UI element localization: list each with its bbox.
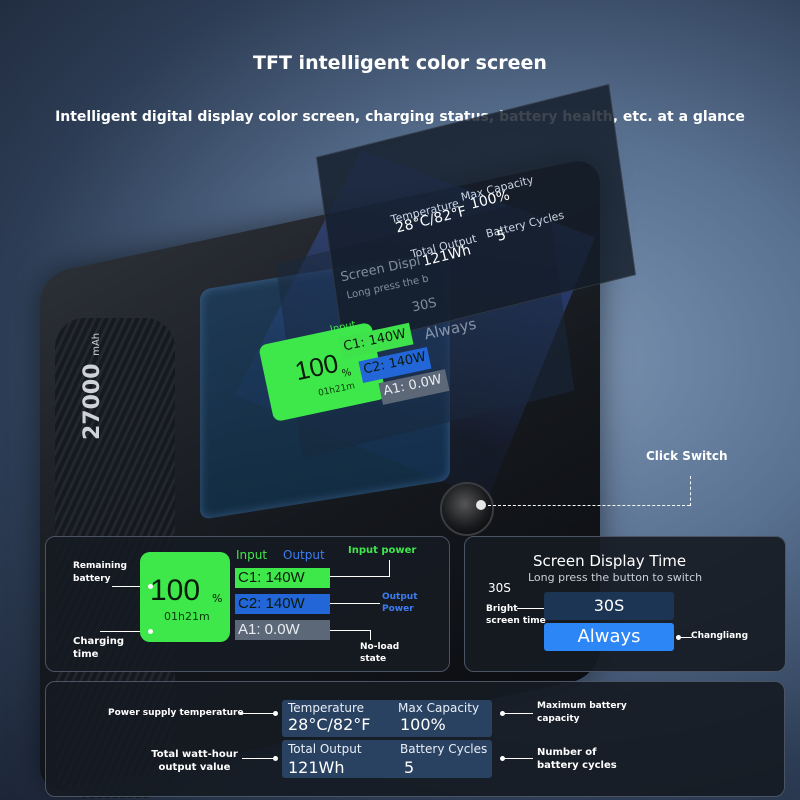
capacity-label: 27000 mAh xyxy=(80,333,105,440)
temperature-value: 28°C/82°F xyxy=(288,715,371,734)
screen-time-30s-label: 30S xyxy=(488,581,511,595)
callout-noload xyxy=(330,630,370,631)
option-always-button[interactable]: Always xyxy=(544,623,674,651)
option-30s-button[interactable]: 30S xyxy=(544,592,674,620)
output-power-label: Output Power xyxy=(382,591,432,615)
callout-input-power xyxy=(330,576,390,577)
callout-noload-v xyxy=(370,630,371,640)
stat-row-output-cycles xyxy=(282,740,492,778)
battery-percent: 100 xyxy=(150,574,201,607)
port-c1-reading: C1: 140W xyxy=(235,568,330,588)
max-capacity-label: Max Capacity xyxy=(398,701,480,715)
callout-total xyxy=(242,758,275,759)
capacity-value: 27000 xyxy=(80,363,105,440)
switch-indicator-dot xyxy=(476,500,486,510)
max-battery-capacity-label: Maximum battery capacity xyxy=(537,701,627,724)
callout-remaining xyxy=(112,586,148,587)
max-capacity-value: 100% xyxy=(400,715,446,734)
page-subtitle: Intelligent digital display color screen… xyxy=(55,109,745,125)
callout-dot-always xyxy=(676,635,681,640)
click-switch-label: Click Switch xyxy=(646,449,728,463)
noload-label: No-load state xyxy=(360,642,400,664)
callout-dot-temp xyxy=(273,711,278,716)
input-header: Input xyxy=(236,548,268,562)
charging-time-label: Charging time xyxy=(73,636,125,660)
bright-screen-time-label: Bright screen time xyxy=(486,604,546,626)
callout-line-vertical xyxy=(690,476,691,506)
callout-dot-charging xyxy=(148,629,153,634)
screen-time-subtitle: Long press the button to switch xyxy=(528,571,703,584)
power-supply-temp-label: Power supply temperature xyxy=(108,708,244,718)
charging-timer: 01h21m xyxy=(164,610,210,623)
capacity-unit: mAh xyxy=(91,332,102,356)
callout-dot-maxcap xyxy=(500,711,505,716)
port-a1-reading: A1: 0.0W xyxy=(235,620,330,640)
remaining-battery-label: Remaining battery xyxy=(73,561,127,584)
callout-bright xyxy=(517,608,545,609)
output-power-label-text: Output Power xyxy=(382,592,418,614)
callout-temp xyxy=(240,713,275,714)
callout-dot-remaining xyxy=(148,584,153,589)
port-c2-reading: C2: 140W xyxy=(235,594,330,614)
callout-input-power-v xyxy=(389,560,390,576)
callout-output-power xyxy=(330,603,380,604)
callout-always xyxy=(680,637,692,638)
total-watt-hour-label: Total watt-hour output value xyxy=(151,749,238,773)
callout-line-horizontal xyxy=(488,505,690,506)
input-power-label: Input power xyxy=(348,545,417,556)
battery-cycles-label: Battery Cycles xyxy=(400,742,488,756)
battery-cycles-value: 5 xyxy=(404,758,415,777)
battery-percent-tile xyxy=(140,552,230,642)
callout-charging xyxy=(100,631,148,632)
callout-maxcap xyxy=(503,713,533,714)
battery-cycles-count-label: Number of battery cycles xyxy=(537,747,617,771)
callout-dot-cycles xyxy=(500,756,505,761)
page-title: TFT intelligent color screen xyxy=(253,52,547,74)
temperature-label: Temperature xyxy=(288,701,365,715)
callout-cycles xyxy=(503,758,533,759)
switch-button[interactable] xyxy=(440,482,494,536)
output-header: Output xyxy=(283,548,325,562)
battery-percent-sign: % xyxy=(212,592,223,605)
changliang-label: Changliang xyxy=(691,631,749,641)
screen-time-title: Screen Display Time xyxy=(533,552,687,570)
total-output-value: 121Wh xyxy=(288,758,345,777)
mini-percent-sign: % xyxy=(340,367,353,380)
callout-dot-total xyxy=(273,756,278,761)
total-output-label: Total Output xyxy=(288,742,362,756)
stat-row-temperature-capacity xyxy=(282,700,492,737)
battery-stats-panel xyxy=(45,681,785,797)
